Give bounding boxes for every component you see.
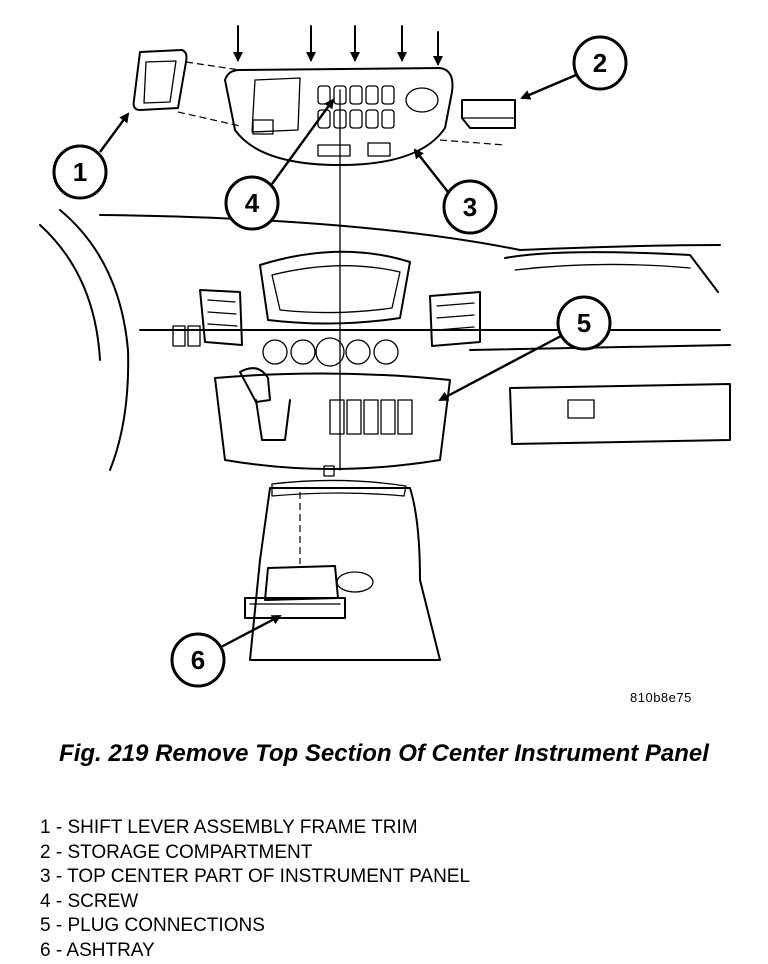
legend-item: 2 - STORAGE COMPARTMENT — [40, 841, 313, 863]
legend-item: 4 - SCREW — [40, 890, 139, 912]
callout-5: 5 — [438, 295, 612, 402]
callout-2: 2 — [520, 35, 628, 100]
legend-item: 6 - ASHTRAY — [40, 939, 155, 961]
storage-compartment — [439, 99, 516, 146]
svg-text:6: 6 — [191, 645, 205, 675]
instrument-panel — [39, 89, 731, 661]
svg-text:4: 4 — [245, 188, 260, 218]
svg-text:2: 2 — [593, 48, 607, 78]
svg-text:3: 3 — [463, 192, 477, 222]
ashtray — [244, 565, 346, 619]
exploded-diagram: 1 2 3 4 5 6 — [39, 25, 731, 688]
legend-item: 3 - TOP CENTER PART OF INSTRUMENT PANEL — [40, 866, 471, 887]
legend: 1 - SHIFT LEVER ASSEMBLY FRAME TRIM 2 - … — [40, 816, 470, 963]
figure-caption: Fig. 219 Remove Top Section Of Center In… — [59, 740, 709, 767]
legend-item: 1 - SHIFT LEVER ASSEMBLY FRAME TRIM — [40, 817, 418, 838]
image-code: 810b8e75 — [630, 690, 692, 705]
shift-lever-frame-trim — [132, 49, 241, 127]
plug-connections — [329, 399, 413, 435]
callout-6: 6 — [170, 614, 282, 688]
top-center-panel-part — [224, 67, 454, 166]
callout-3: 3 — [413, 148, 498, 235]
legend-item: 5 - PLUG CONNECTIONS — [40, 915, 265, 936]
switch-bank — [317, 85, 439, 129]
svg-text:1: 1 — [73, 157, 87, 187]
callout-1: 1 — [52, 112, 130, 200]
press-down-arrows — [233, 25, 443, 66]
callout-4: 4 — [224, 98, 335, 231]
svg-text:5: 5 — [577, 308, 591, 338]
